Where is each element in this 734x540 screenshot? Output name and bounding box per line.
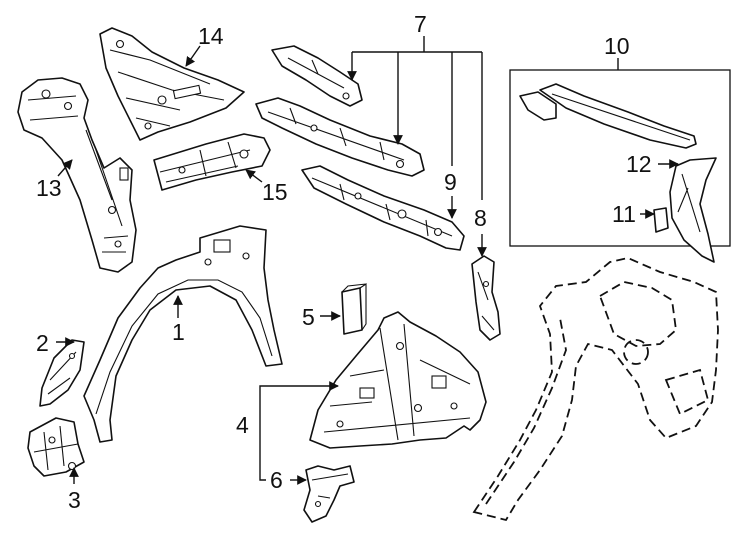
part-13-pillar (17, 77, 137, 273)
callout-3: 3 (68, 487, 81, 513)
part-6-bracket (303, 465, 355, 523)
callout-12: 12 (626, 151, 652, 177)
callout-2: 2 (36, 330, 49, 356)
part-3-bracket (27, 417, 85, 477)
callout-labels: 1 2 3 4 5 6 7 8 9 10 11 12 13 14 15 (36, 11, 652, 513)
callout-15: 15 (262, 179, 288, 205)
callout-14: 14 (198, 23, 224, 49)
callout-8: 8 (474, 205, 487, 231)
callout-11: 11 (612, 201, 636, 227)
part-14-upper-panel (99, 27, 245, 141)
callout-7: 7 (414, 11, 427, 37)
callout-13: 13 (36, 175, 62, 201)
callout-10: 10 (604, 33, 630, 59)
inset-box (509, 69, 731, 263)
callout-4: 4 (236, 412, 249, 438)
part-2-bracket (39, 339, 85, 407)
part-7-rail-middle (255, 97, 425, 177)
part-9-rail-lower (301, 165, 465, 251)
part-8-bracket (471, 255, 501, 341)
callout-9: 9 (444, 169, 457, 195)
part-1-wheelhouse (83, 225, 283, 443)
callout-5: 5 (302, 304, 315, 330)
part-15-rail (153, 133, 271, 191)
part-7-bracket-upper (271, 45, 363, 107)
part-5-block (341, 282, 367, 335)
leader-lines (56, 36, 679, 485)
quarter-panel-outline (472, 257, 719, 522)
part-4-inner-wheelhouse (309, 311, 487, 449)
callout-1: 1 (172, 319, 185, 345)
callout-6: 6 (270, 467, 283, 493)
